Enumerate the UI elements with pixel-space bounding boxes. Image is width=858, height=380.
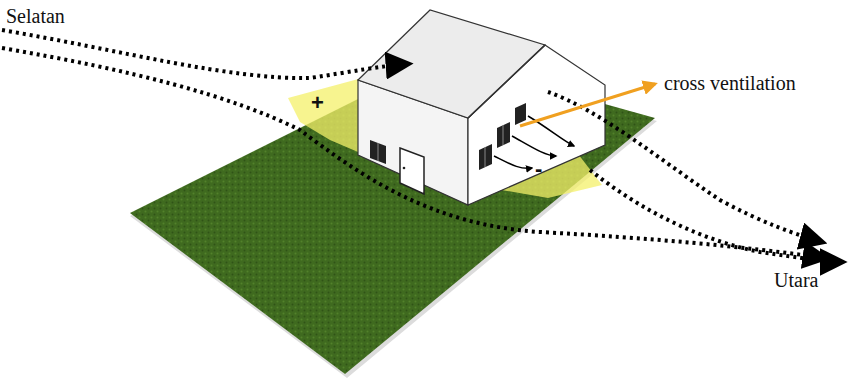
wind-flow: [2, 30, 842, 262]
pressure-symbol: -: [535, 158, 542, 180]
direction-label: Selatan: [6, 6, 65, 26]
direction-label: Utara: [774, 270, 818, 290]
leader-arrow: [520, 84, 655, 126]
window: [497, 122, 510, 148]
pressure-symbol: +: [311, 92, 324, 114]
door: [400, 148, 424, 194]
positive-zone: [288, 78, 362, 152]
window: [479, 144, 492, 170]
house-roof: [358, 10, 545, 118]
window: [370, 140, 386, 164]
window: [515, 103, 526, 125]
callout-label: cross ventilation: [664, 73, 796, 93]
outflow-arrows: [494, 116, 574, 168]
